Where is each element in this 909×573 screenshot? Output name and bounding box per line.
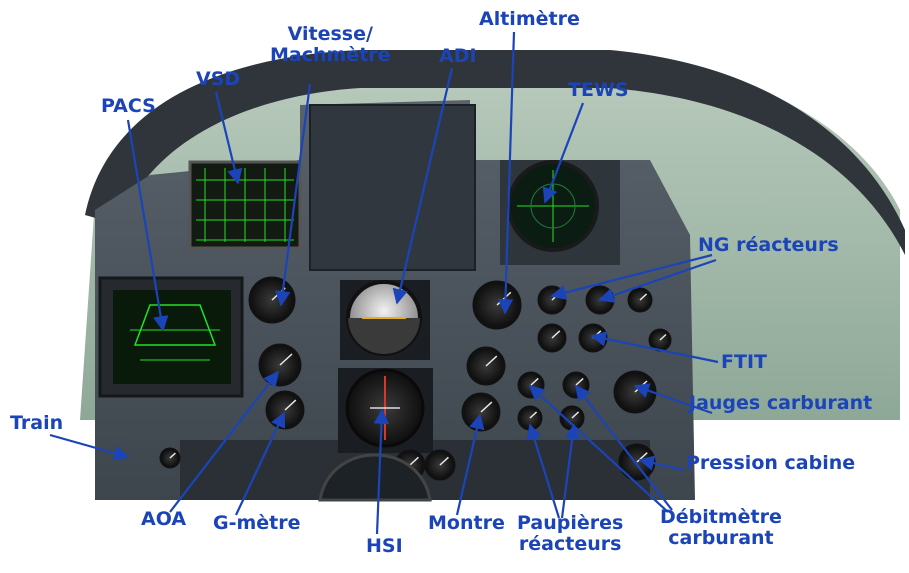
arrow-train	[49, 433, 130, 461]
arrow-altimetre	[497, 31, 516, 315]
arrow-adi	[392, 67, 454, 305]
label-adi: ADI	[439, 45, 477, 67]
label-pression-cabine: Pression cabine	[686, 452, 856, 474]
ftit-left-gauge-needle	[551, 330, 561, 339]
label-altimetre: Altimètre	[479, 8, 580, 30]
label-debitmetre-carburant: Débitmètre carburant	[660, 507, 782, 549]
arrow-debitmetre-2	[575, 384, 673, 511]
arrow-debitmetre-1	[528, 384, 669, 513]
arrow-pacs	[126, 119, 169, 332]
arrow-ng-2	[598, 258, 717, 303]
hyd-gauge-needle	[659, 333, 667, 341]
arrow-paupieres-2	[560, 423, 580, 519]
label-pacs: PACS	[101, 95, 156, 117]
label-ng-reacteurs: NG réacteurs	[698, 234, 839, 256]
adi-instrument	[340, 280, 430, 360]
nozzle-left-gauge-needle	[529, 411, 538, 419]
fuel-flow-right-gauge-needle	[575, 377, 584, 386]
label-debitmetre-line2: carburant	[668, 527, 774, 549]
label-debitmetre-line1: Débitmètre	[660, 506, 782, 528]
label-vsd: VSD	[196, 68, 241, 90]
label-tews: TEWS	[568, 79, 629, 101]
tews-display	[500, 160, 620, 265]
label-paupieres-reacteurs: Paupières réacteurs	[517, 513, 623, 555]
oil-gauge-needle	[639, 293, 648, 301]
canopy-frame	[85, 50, 905, 255]
arrow-montre	[455, 413, 485, 516]
arrow-aoa	[169, 370, 279, 513]
arrow-ftit	[590, 331, 719, 364]
label-hsi: HSI	[366, 535, 403, 557]
arrow-pression	[638, 455, 685, 472]
arrow-vsd	[214, 91, 243, 185]
fuel-flow-left-gauge-needle	[530, 377, 539, 386]
clock-gauge-needle	[480, 401, 493, 413]
lower-gauge-2-needle	[439, 456, 449, 466]
arrow-ng-1	[550, 253, 713, 301]
label-g-metre: G-mètre	[213, 512, 301, 534]
aoa-gauge-needle	[279, 353, 293, 366]
arrow-paupieres-1	[526, 423, 561, 519]
label-jauges-carburant: Jauges carburant	[689, 392, 873, 414]
nozzle-right-gauge-needle	[571, 411, 580, 419]
lower-gauge-1-needle	[409, 456, 419, 466]
hsi-instrument	[338, 368, 433, 453]
label-paupieres-line2: réacteurs	[518, 533, 622, 555]
label-montre: Montre	[428, 512, 505, 534]
center-console	[309, 104, 476, 271]
vsd-display	[188, 160, 302, 250]
arrow-vitesse	[275, 83, 312, 307]
label-aoa: AOA	[141, 508, 187, 530]
label-ftit: FTIT	[721, 351, 767, 373]
g-meter-gauge-needle	[284, 399, 297, 411]
arrow-gmetre	[235, 411, 286, 516]
pacs-display	[98, 276, 244, 398]
label-train: Train	[10, 412, 64, 434]
label-paupieres-line1: Paupières	[517, 512, 624, 534]
misc-gauge-needle	[169, 452, 176, 459]
vvi-gauge-needle	[485, 355, 498, 367]
arrow-hsi	[373, 408, 390, 535]
arrow-tews	[542, 102, 585, 204]
label-vitesse-line1: Vitesse/	[287, 23, 373, 45]
label-vitesse-line2: Machmètre	[270, 44, 391, 66]
arrow-jauges	[633, 383, 713, 415]
label-vitesse-machmetre: Vitesse/ Machmètre	[270, 24, 391, 66]
